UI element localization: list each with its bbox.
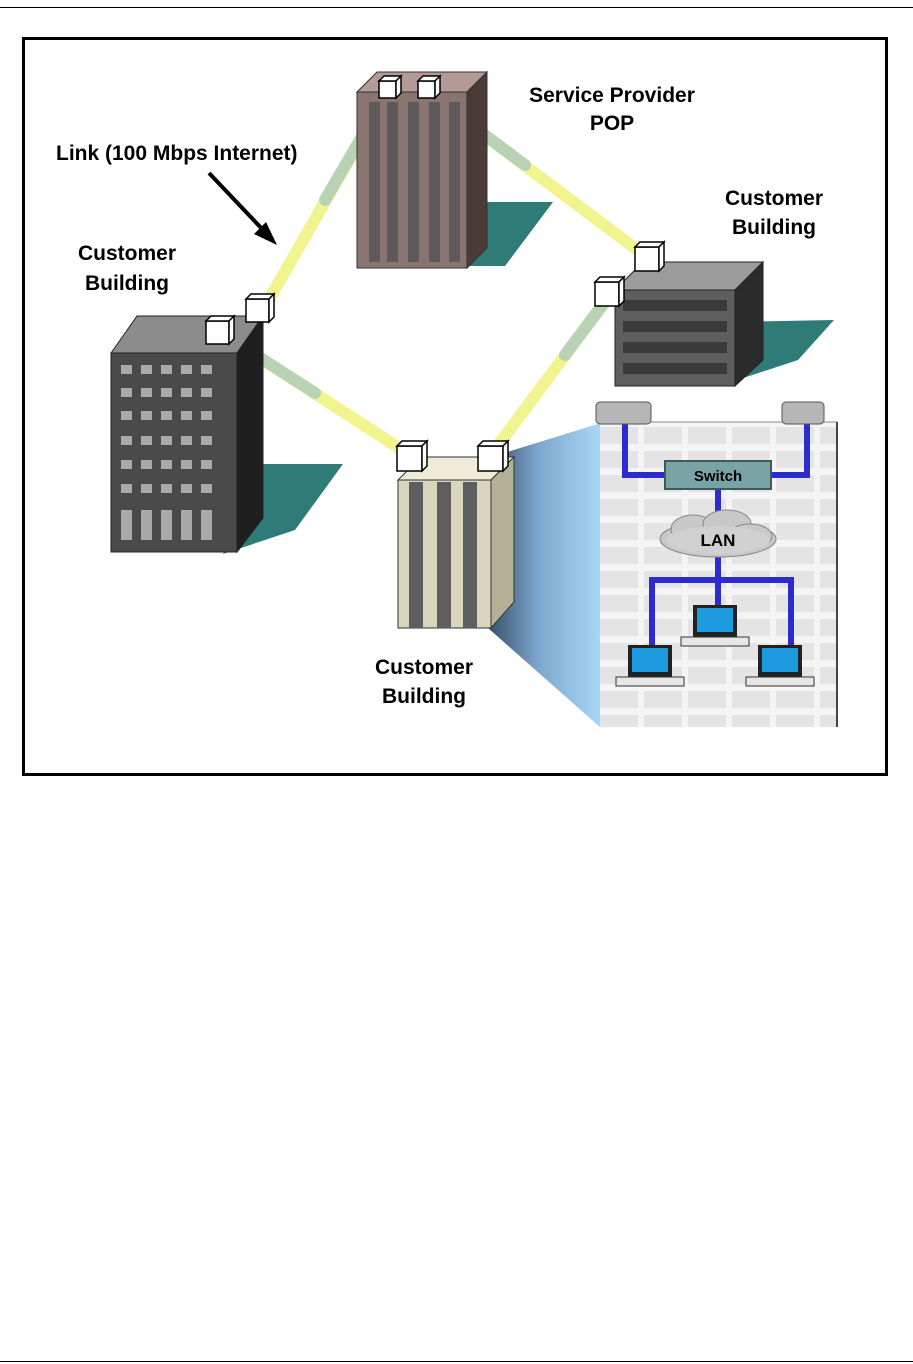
page-bottom-rule — [0, 1361, 913, 1362]
customer-building-right — [615, 262, 763, 386]
customer-building-label: Customer — [375, 656, 473, 679]
service-provider-building — [357, 72, 487, 268]
customer-building-left — [111, 316, 263, 552]
customer-building-label: Building — [732, 216, 816, 239]
router-cube — [206, 316, 234, 344]
router-cube — [635, 242, 664, 271]
router-cube — [397, 441, 427, 471]
service-provider-label: Service Provider — [529, 84, 695, 107]
customer-building-label: Building — [382, 685, 466, 708]
customer-building-label: Customer — [725, 187, 823, 210]
link-label: Link (100 Mbps Internet) — [56, 142, 298, 165]
router-cube — [418, 76, 440, 98]
service-provider-label: POP — [590, 112, 634, 135]
customer-building-label: Building — [85, 272, 169, 295]
customer-building-label: Customer — [78, 242, 176, 265]
switch-label: Switch — [694, 468, 742, 485]
router-device-right — [782, 402, 824, 424]
lan-detail-panel: Switch LAN — [596, 402, 837, 727]
link-pointer-arrow — [209, 173, 277, 245]
router-cube — [595, 277, 624, 306]
network-diagram: Switch LAN — [25, 40, 885, 773]
page-top-rule — [0, 7, 913, 8]
router-device-left — [596, 402, 651, 424]
router-cube — [246, 294, 274, 322]
diagram-frame: Switch LAN — [22, 37, 888, 776]
customer-building-bottom — [398, 457, 514, 628]
lan-label: LAN — [701, 531, 736, 550]
router-cube — [478, 441, 508, 471]
switch-box: Switch — [665, 461, 771, 489]
router-cube — [379, 76, 401, 98]
